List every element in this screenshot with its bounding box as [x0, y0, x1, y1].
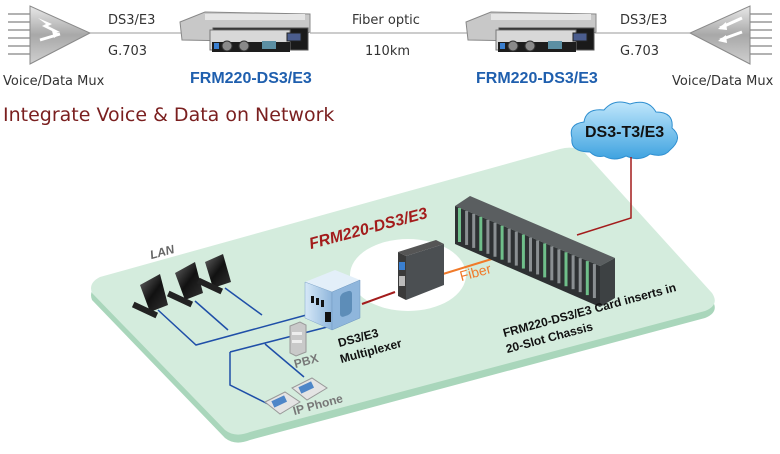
chassis-slot-card	[507, 228, 511, 263]
chassis-slot-card	[529, 237, 532, 272]
top-link-diagram	[8, 5, 772, 65]
cloud-icon	[570, 101, 678, 160]
chassis-slot-card	[500, 225, 504, 260]
chassis-slot-card	[472, 213, 476, 248]
lan-wiring	[157, 287, 336, 406]
section-title: Integrate Voice & Data on Network	[3, 104, 335, 126]
chassis-slot-card	[543, 243, 547, 278]
chassis-slot-card	[479, 216, 483, 251]
left-link-label-top: DS3/E3	[108, 13, 156, 28]
right-link-label-top: DS3/E3	[620, 13, 668, 28]
chassis-slot-card	[458, 208, 461, 242]
chassis-slot-card	[557, 249, 561, 284]
left-device-label: FRM220-DS3/E3	[190, 70, 312, 87]
pbx-icon	[289, 321, 307, 357]
lan-computers-icon	[131, 254, 231, 319]
left-mux-icon	[8, 5, 92, 65]
chassis-slot-card	[564, 252, 568, 287]
right-mux-icon	[688, 5, 772, 65]
left-mux-label: Voice/Data Mux	[3, 74, 105, 89]
left-link-label-bottom: G.703	[108, 44, 148, 59]
fiber-link-label-bottom: 110km	[365, 44, 411, 59]
right-frm220-device-icon	[465, 11, 597, 52]
chassis-slot-card	[514, 231, 518, 266]
mux-to-converter-link	[361, 291, 396, 305]
ip-phone-icon	[264, 377, 328, 415]
chassis-slot-card	[536, 240, 540, 275]
multiplexer-icon	[304, 270, 361, 331]
chassis-slot-card	[521, 234, 525, 269]
chassis-slot-card	[465, 210, 469, 245]
chassis-slot-card	[585, 261, 589, 296]
right-device-label: FRM220-DS3/E3	[476, 70, 598, 87]
chassis-slot-card	[571, 255, 575, 290]
cloud-label: DS3-T3/E3	[585, 124, 665, 141]
right-mux-label: Voice/Data Mux	[672, 74, 774, 89]
chassis-slot-card	[578, 258, 582, 293]
chassis-slot-card	[486, 219, 490, 254]
converter-device-icon	[398, 240, 444, 300]
chassis-slot-card	[592, 264, 596, 299]
chassis-slot-card	[493, 222, 497, 257]
chassis-icon	[455, 196, 615, 307]
right-link-label-bottom: G.703	[620, 44, 660, 59]
left-frm220-device-icon	[179, 11, 311, 52]
fiber-link-label-top: Fiber optic	[352, 13, 420, 28]
chassis-slot-card	[550, 246, 554, 281]
cloud-to-chassis-link	[576, 157, 632, 236]
chassis-slots	[458, 208, 596, 299]
